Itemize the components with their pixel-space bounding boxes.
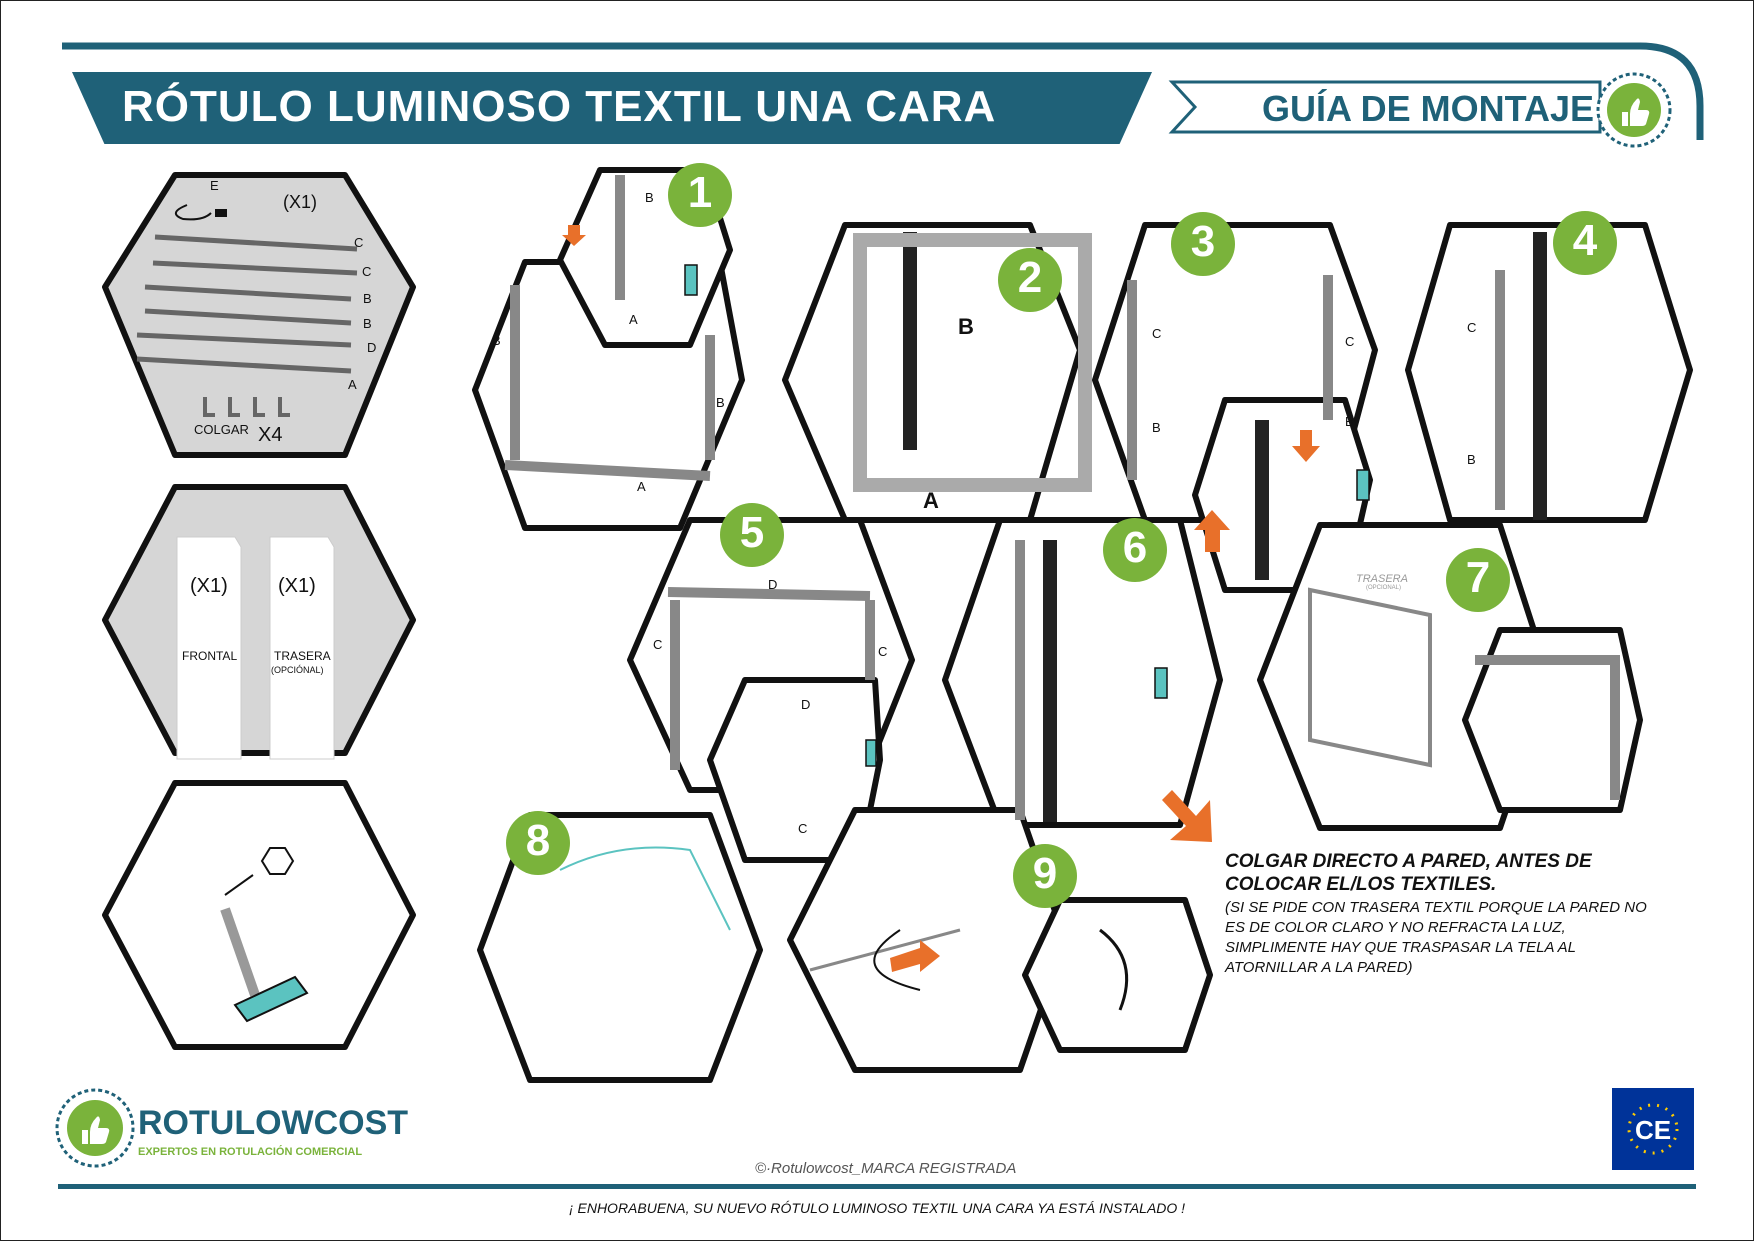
trasera-note: (OPCIÓNAL) <box>271 665 324 675</box>
part-label-e: E <box>210 178 219 193</box>
frontal-label: FRONTAL <box>182 649 238 663</box>
s5-label-c-right: C <box>878 644 888 659</box>
s1-label-b-right: B <box>716 395 725 410</box>
s2-label-b: B <box>958 314 974 339</box>
frontal-qty: (X1) <box>190 575 228 597</box>
s3-label-c-right: C <box>1345 334 1355 349</box>
s4-label-c: C <box>1467 320 1477 335</box>
step-9-badge: 9 <box>1032 849 1058 898</box>
step-8-badge: 8 <box>525 816 551 865</box>
wall-hanging-note-title: COLGAR DIRECTO A PARED, ANTES DE COLOCAR… <box>1225 851 1592 895</box>
guide-title: GUÍA DE MONTAJE <box>1262 88 1595 129</box>
brand-name: ROTULOWCOST <box>138 1104 409 1142</box>
part-label-b2: B <box>363 316 372 331</box>
step-7-badge: 7 <box>1465 553 1491 602</box>
page-title: RÓTULO LUMINOSO TEXTIL UNA CARA <box>122 82 997 131</box>
step-2-badge: 2 <box>1017 253 1043 302</box>
trasera-label: TRASERA <box>274 649 331 663</box>
parts-panel <box>102 172 416 1050</box>
part-label-b1: B <box>363 291 372 306</box>
step-4-badge: 4 <box>1572 216 1598 265</box>
s5-label-c-left: C <box>653 637 663 652</box>
hang-label: COLGAR <box>194 422 249 437</box>
wall-hanging-note-body: (SI SE PIDE CON TRASERA TEXTIL PORQUE LA… <box>1225 899 1647 976</box>
kit-qty: (X1) <box>283 192 318 212</box>
s7-trasera-note: (OPCIONAL) <box>1366 585 1402 591</box>
s5-label-d-top: D <box>768 577 778 592</box>
header-decoration <box>62 42 1704 140</box>
title-banner <box>72 72 1152 144</box>
trasera-qty: (X1) <box>278 575 316 597</box>
s3-label-b-left: B <box>1152 420 1161 435</box>
s3-label-c-left: C <box>1152 326 1162 341</box>
s3-label-b-right: B <box>1345 414 1354 429</box>
copyright-text: ©·Rotulowcost_MARCA REGISTRADA <box>755 1160 1017 1177</box>
s5-label-d-inset: D <box>801 697 811 712</box>
s1-label-a-bottom: A <box>637 479 646 494</box>
part-label-a: A <box>348 377 357 392</box>
footer-divider <box>58 1184 1696 1189</box>
part-label-c1: C <box>354 235 364 250</box>
hang-qty: X4 <box>258 424 283 446</box>
step-1-badge: 1 <box>687 168 713 217</box>
s1-label-a-top: A <box>629 312 638 327</box>
thumbs-up-logo-icon <box>1596 72 1672 148</box>
s1-label-b-left: B <box>492 333 501 348</box>
part-label-d: D <box>367 340 377 355</box>
part-label-c2: C <box>362 264 372 279</box>
step-3-badge: 3 <box>1190 217 1216 266</box>
brand-tagline: EXPERTOS EN ROTULACIÓN COMERCIAL <box>138 1146 363 1158</box>
s1-label-b-top: B <box>645 190 654 205</box>
s7-trasera-label: TRASERA <box>1356 573 1408 585</box>
s5-label-c-inset: C <box>798 821 808 836</box>
footer-message: ¡ ENHORABUENA, SU NUEVO RÓTULO LUMINOSO … <box>568 1200 1186 1216</box>
svg-text:CE: CE <box>1635 1115 1671 1145</box>
step-5-badge: 5 <box>739 508 765 557</box>
s4-label-b: B <box>1467 452 1476 467</box>
step-6-badge: 6 <box>1122 523 1148 572</box>
s2-label-a: A <box>923 488 939 513</box>
